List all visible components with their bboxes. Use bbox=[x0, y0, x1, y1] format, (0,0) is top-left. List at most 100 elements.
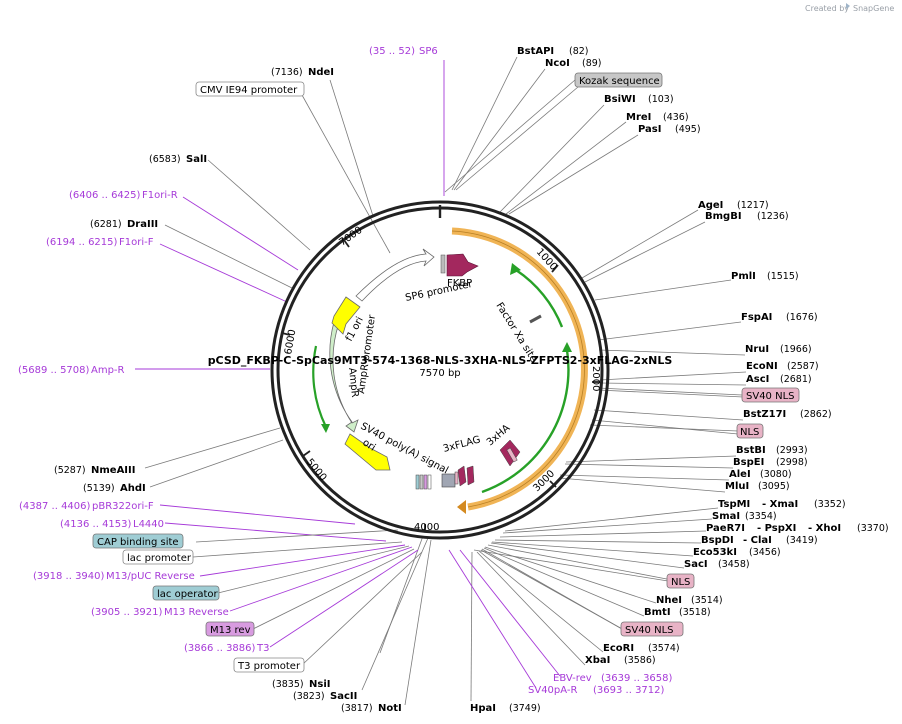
feature-sv40-nls-upper[interactable]: SV40 NLS bbox=[741, 387, 800, 403]
site-mlui[interactable]: MluI (3095) bbox=[725, 481, 790, 492]
svg-text:(35 .. 52): (35 .. 52) bbox=[369, 46, 415, 57]
ampr-green-arrow bbox=[321, 424, 330, 433]
svg-text:(7136): (7136) bbox=[271, 67, 303, 78]
site-nrui[interactable]: NruI (1966) bbox=[745, 344, 812, 355]
site-alei[interactable]: AleI (3080) bbox=[729, 469, 792, 480]
site-bsiwi[interactable]: BsiWI (103) bbox=[604, 94, 674, 105]
site-bmgbi[interactable]: BmgBI (1236) bbox=[705, 211, 789, 222]
3xflag-label: 3xFLAG bbox=[442, 434, 482, 455]
svg-text:MreI: MreI bbox=[626, 112, 651, 123]
site-pmli[interactable]: PmlI (1515) bbox=[731, 271, 799, 282]
site-ndei[interactable]: (7136) NdeI bbox=[271, 67, 334, 78]
site-bmti[interactable]: BmtI (3518) bbox=[644, 607, 711, 618]
ori-feature bbox=[344, 433, 391, 471]
site-bstapi[interactable]: BstAPI (82) bbox=[517, 46, 589, 57]
feature-sv40-nls-lower[interactable]: SV40 NLS bbox=[620, 621, 684, 637]
tick-marks bbox=[281, 239, 600, 532]
site-xbai[interactable]: XbaI (3586) bbox=[585, 655, 656, 666]
site-saci[interactable]: SacI (3458) bbox=[684, 559, 750, 570]
primer-pbr322ori-f[interactable]: (4387 .. 4406) pBR322ori-F bbox=[19, 501, 154, 512]
svg-text:SV40 NLS: SV40 NLS bbox=[625, 625, 674, 636]
site-bspei[interactable]: BspEI (2998) bbox=[733, 457, 808, 468]
site-bstz17i[interactable]: BstZ17I (2862) bbox=[743, 409, 832, 420]
primer-l4440[interactable]: (4136 .. 4153) L4440 bbox=[60, 519, 164, 530]
site-mrei[interactable]: MreI (436) bbox=[626, 112, 689, 123]
site-smai[interactable]: SmaI (3354) bbox=[712, 511, 777, 522]
svg-text:HpaI: HpaI bbox=[470, 703, 496, 714]
feature-m13-rev[interactable]: M13 rev bbox=[205, 621, 255, 637]
site-bspdi-clai[interactable]: BspDI - ClaI (3419) bbox=[701, 535, 818, 546]
primer-m13-reverse[interactable]: (3905 .. 3921) M13 Reverse bbox=[91, 607, 229, 618]
feature-nls-lower[interactable]: NLS bbox=[666, 573, 695, 589]
svg-text:- ClaI: - ClaI bbox=[743, 535, 772, 546]
ampr-inner-green-arc bbox=[312, 345, 327, 428]
svg-text:BspDI: BspDI bbox=[701, 535, 734, 546]
feature-lac-operator[interactable]: lac operator bbox=[152, 585, 220, 601]
feature-lac-promoter[interactable]: lac promoter bbox=[122, 549, 194, 565]
primer-m13-puc-reverse[interactable]: (3918 .. 3940) M13/pUC Reverse bbox=[33, 571, 195, 582]
green-arc-lower bbox=[481, 349, 570, 494]
svg-text:L4440: L4440 bbox=[133, 519, 164, 530]
svg-text:(1236): (1236) bbox=[757, 211, 789, 222]
tick-label-5000: 5000 bbox=[304, 457, 329, 484]
svg-text:(495): (495) bbox=[675, 124, 701, 135]
primer-sv40pa-r[interactable]: SV40pA-R (3693 .. 3712) bbox=[528, 685, 665, 696]
site-fspai[interactable]: FspAI (1676) bbox=[741, 312, 818, 323]
site-draiii[interactable]: (6281) DraIII bbox=[90, 219, 158, 230]
site-nmeaiii[interactable]: (5287) NmeAIII bbox=[54, 465, 135, 476]
site-sacii[interactable]: (3823) SacII bbox=[293, 691, 357, 702]
primer-amp-r[interactable]: (5689 .. 5708) Amp-R bbox=[18, 365, 125, 376]
svg-text:BsiWI: BsiWI bbox=[604, 94, 636, 105]
primer-leader-lines bbox=[135, 60, 561, 689]
feature-nls-upper[interactable]: NLS bbox=[736, 423, 764, 439]
svg-text:- PspXI: - PspXI bbox=[757, 523, 796, 534]
site-sali[interactable]: (6583) SalI bbox=[149, 154, 207, 165]
svg-text:(3514): (3514) bbox=[691, 595, 723, 606]
site-tspmi-xmai[interactable]: TspMI - XmaI (3352) bbox=[718, 499, 846, 510]
site-agei[interactable]: AgeI (1217) bbox=[698, 200, 769, 211]
svg-text:BmtI: BmtI bbox=[644, 607, 671, 618]
svg-text:- XmaI: - XmaI bbox=[762, 499, 798, 510]
site-ahdi[interactable]: (5139) AhdI bbox=[83, 483, 146, 494]
svg-text:(3905 .. 3921): (3905 .. 3921) bbox=[91, 607, 163, 618]
svg-text:AscI: AscI bbox=[746, 374, 769, 385]
svg-text:(3419): (3419) bbox=[786, 535, 818, 546]
primer-f1ori-r[interactable]: (6406 .. 6425) F1ori-R bbox=[69, 190, 178, 201]
feature-t3-promoter[interactable]: T3 promoter bbox=[233, 657, 305, 673]
site-pasi[interactable]: PasI (495) bbox=[638, 124, 701, 135]
svg-text:(6406 .. 6425): (6406 .. 6425) bbox=[69, 190, 141, 201]
site-ecori[interactable]: EcoRI (3574) bbox=[603, 643, 680, 654]
site-paer7i-pspxi-xhoi[interactable]: PaeR7I - PspXI - XhoI (3370) bbox=[706, 523, 889, 534]
site-asci[interactable]: AscI (2681) bbox=[746, 374, 812, 385]
site-noti[interactable]: (3817) NotI bbox=[341, 703, 402, 714]
svg-text:(4387 .. 4406): (4387 .. 4406) bbox=[19, 501, 91, 512]
tick-label-2000: 2000 bbox=[590, 366, 601, 391]
sp6-promoter-feature bbox=[355, 248, 435, 302]
svg-text:(1217): (1217) bbox=[737, 200, 769, 211]
primer-t3[interactable]: (3866 .. 3886) T3 bbox=[184, 643, 269, 654]
f1-ori-feature bbox=[331, 296, 361, 335]
site-bstbi[interactable]: BstBI (2993) bbox=[736, 445, 808, 456]
feature-cap-binding-site[interactable]: CAP binding site bbox=[92, 533, 184, 549]
svg-text:lac operator: lac operator bbox=[157, 589, 218, 600]
green-arrow-upper bbox=[510, 263, 521, 275]
primer-ebv-rev[interactable]: EBV-rev (3639 .. 3658) bbox=[553, 673, 673, 684]
primer-f1ori-f[interactable]: (6194 .. 6215) F1ori-F bbox=[46, 237, 154, 248]
site-ncoi[interactable]: NcoI (89) bbox=[545, 58, 602, 69]
site-eco53ki[interactable]: Eco53kI (3456) bbox=[693, 547, 781, 558]
primer-sp6[interactable]: (35 .. 52) SP6 bbox=[369, 46, 438, 57]
feature-cmv-ie94-promoter[interactable]: CMV IE94 promoter bbox=[195, 81, 305, 97]
feature-kozak-sequence[interactable]: Kozak sequence bbox=[574, 72, 663, 88]
site-hpai[interactable]: HpaI (3749) bbox=[470, 703, 541, 714]
svg-text:EcoRI: EcoRI bbox=[603, 643, 634, 654]
site-nhei[interactable]: NheI (3514) bbox=[656, 595, 723, 606]
svg-text:(3456): (3456) bbox=[749, 547, 781, 558]
kozak-small-box bbox=[440, 254, 446, 274]
site-econi[interactable]: EcoNI (2587) bbox=[746, 361, 819, 372]
svg-text:PasI: PasI bbox=[638, 124, 661, 135]
svg-text:FspAI: FspAI bbox=[741, 312, 772, 323]
site-nsii[interactable]: (3835) NsiI bbox=[272, 679, 330, 690]
svg-text:BstZ17I: BstZ17I bbox=[743, 409, 786, 420]
svg-text:BstBI: BstBI bbox=[736, 445, 766, 456]
svg-text:BstAPI: BstAPI bbox=[517, 46, 554, 57]
